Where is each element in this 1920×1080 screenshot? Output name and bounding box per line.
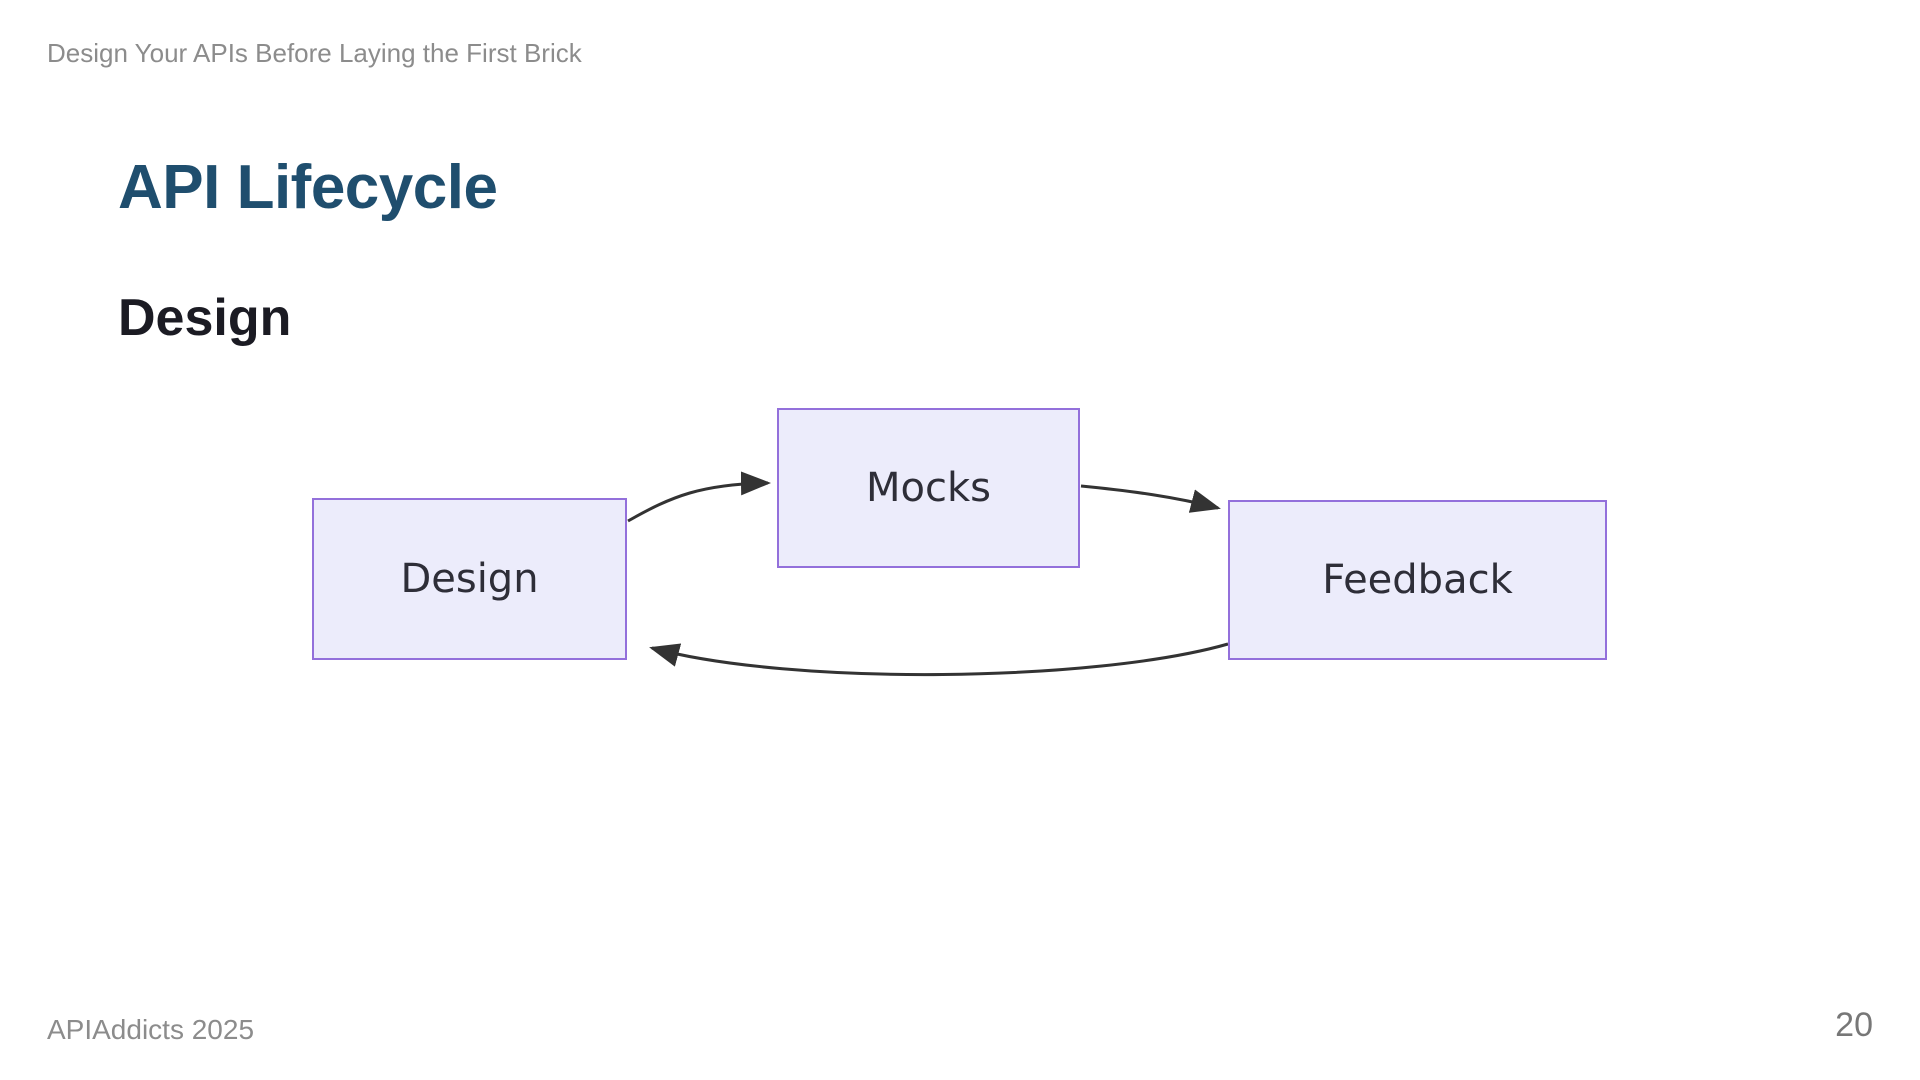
node-feedback: Feedback [1228, 500, 1607, 660]
edge-feedback-to-design [649, 642, 1229, 677]
footer-brand: APIAddicts 2025 [47, 1014, 255, 1045]
node-design: Design [312, 498, 627, 660]
node-mocks: Mocks [777, 408, 1080, 568]
deck-title: Design Your APIs Before Laying the First… [47, 38, 582, 68]
edge-design-to-mocks [627, 471, 771, 523]
page-title: API Lifecycle [118, 153, 498, 222]
edge-mocks-to-feedback [1080, 484, 1221, 513]
section-subtitle: Design [118, 289, 292, 347]
node-mocks-label: Mocks [866, 465, 991, 511]
page-number: 20 [1835, 1006, 1873, 1044]
node-design-label: Design [400, 556, 539, 602]
node-feedback-label: Feedback [1322, 557, 1513, 603]
